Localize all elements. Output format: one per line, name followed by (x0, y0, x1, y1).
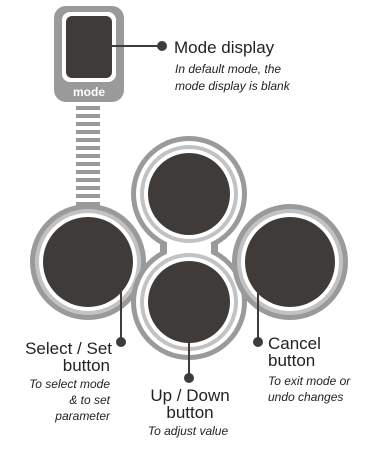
select-set-title-line-1: Select / Set (25, 339, 112, 358)
up-button[interactable] (140, 145, 238, 243)
cancel-leader-dot (253, 337, 263, 347)
cancel-desc-line-2: undo changes (268, 390, 343, 404)
connector-stripe (76, 194, 100, 198)
mode-display-desc-line-2: mode display is blank (175, 79, 291, 93)
connector-stripe (76, 130, 100, 134)
mode-display-desc-line-1: In default mode, the (175, 62, 281, 76)
connector-stripes (76, 106, 100, 206)
down-button-cap (148, 261, 230, 343)
connector-stripe (76, 106, 100, 110)
select-set-callout: Select / Set button To select mode & to … (25, 339, 112, 423)
up-down-callout: Up / Down button To adjust value (148, 386, 230, 438)
select-set-desc-line-2: & to set (69, 393, 110, 407)
cancel-callout: Cancel button To exit mode or undo chang… (268, 334, 351, 404)
mode-display-title: Mode display (174, 38, 275, 57)
leader-dots (116, 41, 263, 383)
cancel-title-line-2: button (268, 351, 315, 370)
up-button-cap (148, 153, 230, 235)
connector-stripe (76, 162, 100, 166)
connector-stripe (76, 178, 100, 182)
connector-stripe (76, 186, 100, 190)
mode-display-leader-dot (157, 41, 167, 51)
leader-lines (104, 45, 259, 378)
cancel-desc-line-1: To exit mode or (268, 374, 351, 388)
down-button[interactable] (140, 253, 238, 351)
connector-stripe (76, 146, 100, 150)
mode-display-callout: Mode display In default mode, the mode d… (174, 38, 291, 93)
select-set-desc-line-1: To select mode (29, 377, 110, 391)
connector-stripe (76, 170, 100, 174)
select-set-button[interactable] (30, 204, 146, 320)
connector-stripe (76, 138, 100, 142)
cancel-cap (245, 217, 335, 307)
up-down-title-line-2: button (166, 403, 213, 422)
up-down-leader-dot (184, 373, 194, 383)
connector-stripe (76, 154, 100, 158)
connector-stripe (76, 122, 100, 126)
mode-badge-label: mode (73, 85, 105, 99)
up-down-desc-line-1: To adjust value (148, 424, 229, 438)
select-set-desc-line-3: parameter (54, 409, 111, 423)
select-set-cap (43, 217, 133, 307)
up-down-title-line-1: Up / Down (150, 386, 229, 405)
select-set-title-line-2: button (63, 356, 110, 375)
cancel-title-line-1: Cancel (268, 334, 321, 353)
mode-display-screen (66, 16, 112, 78)
mode-display-unit: mode (54, 6, 124, 102)
select-set-leader-dot (116, 337, 126, 347)
cancel-button[interactable] (232, 204, 348, 320)
connector-stripe (76, 114, 100, 118)
